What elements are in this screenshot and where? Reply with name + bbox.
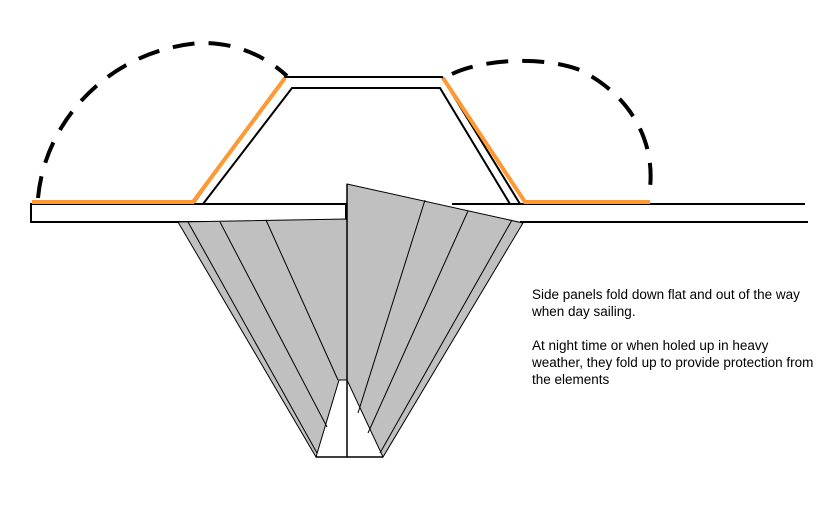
- right-panel-raised-dashed-arc: [451, 58, 653, 189]
- right-panel-folded: [441, 76, 650, 204]
- note-day-sailing: Side panels fold down flat and out of th…: [532, 287, 800, 319]
- left-panel-raised-dashed-arc: [36, 40, 289, 199]
- left-hull-fold-line: [219, 221, 328, 428]
- right-hull-fold-line: [357, 199, 426, 414]
- left-panel-folded: [32, 76, 287, 204]
- left-hull: [177, 218, 348, 459]
- right-hull-fold-line: [367, 210, 469, 434]
- left-hull-fold-line: [265, 219, 339, 381]
- right-hull-fold-line: [379, 219, 513, 454]
- note-night-weather: At night time or when holed up in heavy …: [532, 338, 814, 387]
- left-hull-fold-line: [187, 221, 318, 454]
- cabin-top: [191, 76, 522, 205]
- left-deck: [30, 203, 347, 223]
- right-hull: [346, 183, 524, 459]
